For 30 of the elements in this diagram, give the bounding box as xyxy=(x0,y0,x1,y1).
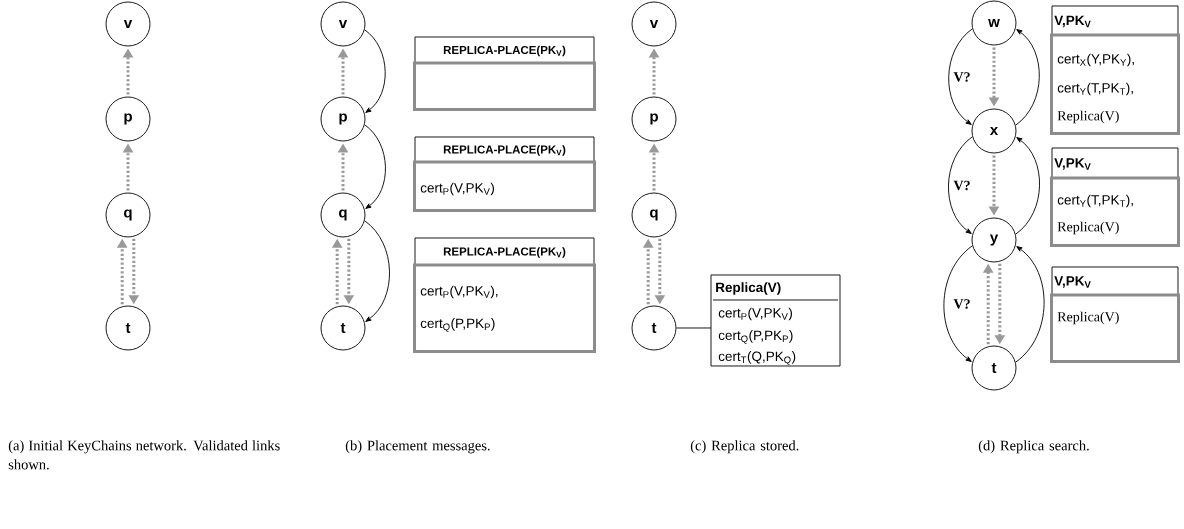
message-box: REPLICA-PLACE(PK$_{V}$) cert$_{P}$(V,PK$_{V}$), cert$_{Q}$(P,PK$_{P}$) xyxy=(413,237,596,353)
curved-arrow xyxy=(364,124,386,209)
curved-arrow xyxy=(1015,137,1040,235)
message-box: V,PK$_{V}$ Replica(V) xyxy=(1050,266,1180,363)
curved-arrow xyxy=(364,29,386,113)
node-label: V,PK$_{V}$ xyxy=(1054,276,1091,288)
message-box: V,PK$_{V}$ cert$_{Y}$(T,PK$_{T}$), Replica(V) xyxy=(1050,147,1180,247)
curved-arrow xyxy=(948,136,973,234)
caption: (b) Placement messages. xyxy=(345,440,490,454)
caption: (d) Replica search. xyxy=(978,440,1089,454)
curved-arrow xyxy=(1015,246,1045,363)
curved-arrow xyxy=(1015,29,1040,126)
message-box: V,PK$_{V}$ cert$_{X}$(Y,PK$_{Y}$), cert$_{Y}$(T,PK$_{T}$), Replica(V) xyxy=(1050,5,1180,135)
node-label: V,PK$_{V}$ xyxy=(1054,15,1091,28)
node-label: REPLICA-PLACE(PK$_{V}$) xyxy=(443,145,566,156)
message-box: REPLICA-PLACE(PK$_{V}$) cert$_{P}$(V,PK$_{V}$) xyxy=(413,136,596,212)
edge-label: V? xyxy=(952,71,972,83)
message-box: REPLICA-PLACE(PK$_{V}$) xyxy=(413,36,596,111)
message-box: Replica(V) cert$_{P}$(V,PK$_{V}$) cert$_{Q}$(P,PK$_{P}$) cert$_{T}$(Q,PK$_{Q}$) xyxy=(710,274,841,367)
node-label: REPLICA-PLACE(PK$_{V}$) xyxy=(443,247,566,258)
edge-label: V? xyxy=(952,298,972,310)
caption: (a) Initial KeyChains network. Validated links shown. xyxy=(8,440,280,470)
node-label: REPLICA-PLACE(PK$_{V}$) xyxy=(443,45,566,57)
edge-label: V? xyxy=(952,179,972,192)
curved-arrow xyxy=(364,220,390,322)
connector-line xyxy=(676,327,712,329)
node-label: V,PK$_{V}$ xyxy=(1054,158,1091,170)
curved-arrow xyxy=(948,28,973,125)
caption: (c) Replica stored. xyxy=(690,440,799,454)
curved-arrow xyxy=(943,245,973,362)
